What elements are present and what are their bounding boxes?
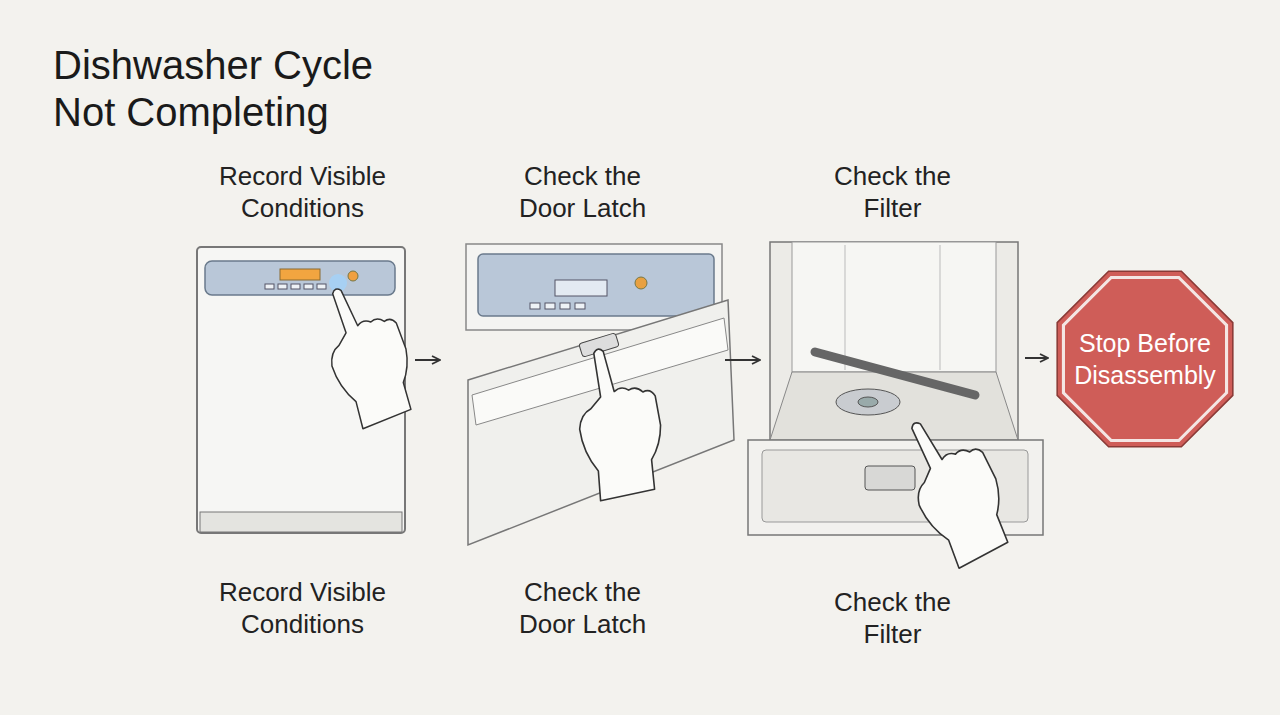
illustration-stroke: [200, 512, 402, 532]
illustration-stroke: [845, 245, 846, 370]
illustration-stroke: [280, 269, 320, 280]
illustration-stroke: [635, 277, 647, 289]
filter-view: [748, 242, 1043, 571]
illustration-stroke: [468, 300, 734, 545]
step-panel: Check the FilterCheck the Filter: [760, 160, 1025, 650]
illustration-stroke: [317, 284, 326, 289]
illustration-stroke: [836, 389, 900, 415]
dishwasher-front: [197, 247, 428, 533]
illustration-stroke: [205, 261, 395, 295]
octagon-outline: [1048, 262, 1242, 456]
illustration-stroke: [478, 254, 714, 316]
stop-label: Stop Before Disassembly: [1070, 327, 1220, 391]
door-latch-view: [466, 244, 734, 545]
illustration-stroke: [555, 280, 607, 296]
octagon-shape: [1063, 277, 1226, 440]
illustration-stroke: [815, 352, 975, 395]
illustration-stroke: [865, 466, 915, 490]
illustration-stroke: [291, 284, 300, 289]
step-panel: Check the Door LatchCheck the Door Latch: [440, 160, 725, 640]
step-caption: Record Visible Conditions: [195, 576, 410, 640]
illustration-stroke: [278, 284, 287, 289]
step-heading: Record Visible Conditions: [195, 160, 410, 224]
illustration-stroke: [884, 402, 1025, 571]
illustration-stroke: [348, 271, 358, 281]
illustration-stroke: [306, 273, 429, 431]
flow-arrow: [415, 359, 440, 361]
illustration-stroke: [530, 303, 540, 309]
diagram-title: Dishwasher Cycle Not Completing: [53, 42, 393, 136]
stop-sign: Stop Before Disassembly: [1048, 262, 1242, 456]
octagon-shape: [1057, 271, 1233, 447]
step-caption: Check the Filter: [818, 586, 968, 650]
illustration-stroke: [564, 340, 674, 502]
illustration-stroke: [304, 284, 313, 289]
stop-text-wrap: Stop Before Disassembly: [1048, 262, 1242, 456]
illustration-stroke: [770, 372, 1018, 440]
step-heading: Check the Filter: [818, 160, 968, 224]
illustration-stroke: [265, 284, 274, 289]
flow-arrow: [725, 359, 760, 361]
step-panel: Record Visible ConditionsRecord Visible …: [190, 160, 415, 640]
illustration-stroke: [770, 242, 1018, 440]
illustration-stroke: [575, 303, 585, 309]
illustration-stroke: [858, 397, 878, 407]
illustration-stroke: [545, 303, 555, 309]
flow-arrow: [1025, 357, 1048, 359]
step-caption: Check the Door Latch: [498, 576, 668, 640]
step-heading: Check the Door Latch: [498, 160, 668, 224]
illustration-stroke: [560, 303, 570, 309]
illustration-stroke: [940, 245, 941, 370]
